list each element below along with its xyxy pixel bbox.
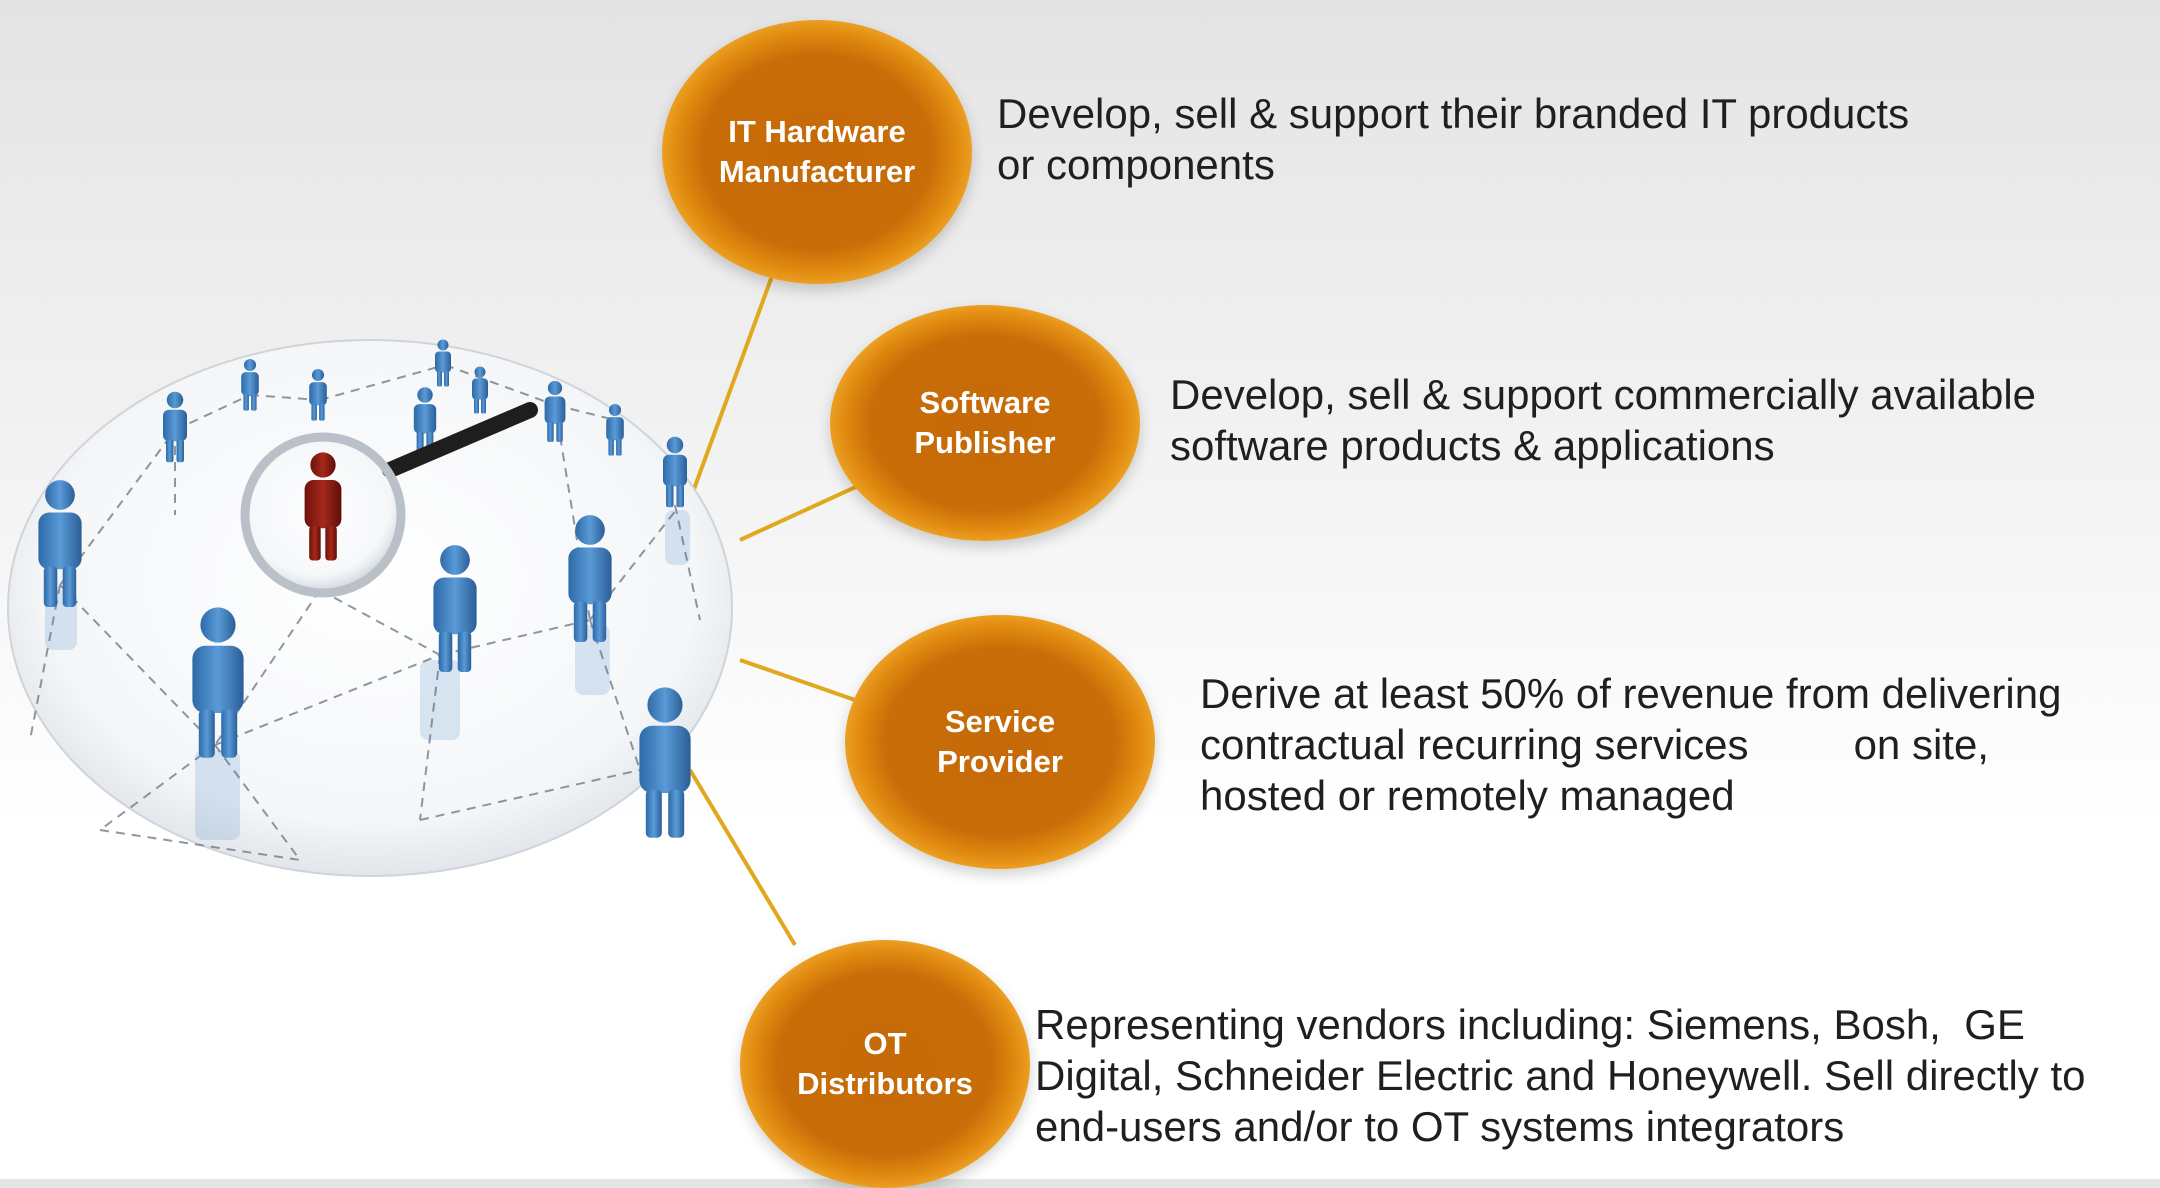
node-it-hardware-description: Develop, sell & support their branded IT… bbox=[997, 90, 1910, 188]
node-software-publisher: Software Publisher bbox=[830, 305, 1140, 541]
node-software-publisher-label: Software Publisher bbox=[914, 385, 1056, 460]
connector-ot-distributors bbox=[688, 768, 797, 947]
node-service-provider: Service Provider bbox=[845, 615, 1155, 869]
node-ot-distributors-label: OT Distributors bbox=[797, 1026, 973, 1101]
connector-service-provider bbox=[739, 658, 856, 702]
node-ot-distributors: OT Distributors bbox=[740, 940, 1030, 1188]
connector-software-publisher bbox=[739, 483, 861, 542]
node-service-provider-label: Service Provider bbox=[937, 704, 1063, 779]
node-it-hardware: IT Hardware Manufacturer bbox=[662, 20, 972, 284]
highlighted-person bbox=[304, 452, 342, 561]
node-software-publisher-description: Develop, sell & support commercially ava… bbox=[1170, 371, 2037, 469]
node-it-hardware-label: IT Hardware Manufacturer bbox=[718, 114, 916, 189]
network-lines bbox=[29, 364, 701, 861]
foreground-people bbox=[38, 480, 691, 838]
people-network-magnifier-icon bbox=[7, 339, 733, 877]
magnifier-icon bbox=[240, 402, 538, 598]
distant-people bbox=[163, 339, 687, 508]
node-ot-distributors-description: Representing vendors including: Siemens,… bbox=[1035, 1001, 2086, 1150]
connector-it-hardware bbox=[688, 267, 777, 501]
connector-lines bbox=[688, 267, 861, 947]
node-service-provider-description: Derive at least 50% of revenue from deli… bbox=[1200, 670, 2062, 819]
